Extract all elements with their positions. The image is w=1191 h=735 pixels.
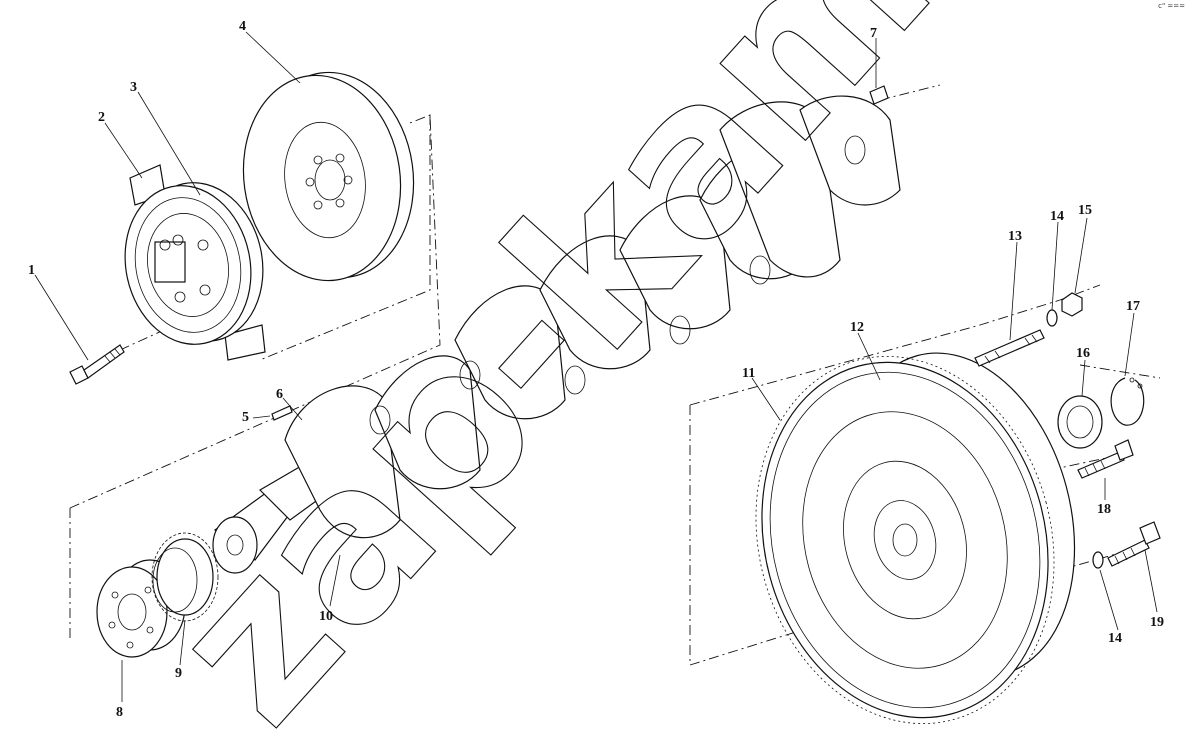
- part-3-pulley: [124, 182, 264, 345]
- corner-mark: c" ===: [1158, 2, 1185, 10]
- callout-9: 9: [175, 666, 182, 681]
- callout-19: 19: [1150, 615, 1164, 630]
- callout-14-bottom: 14: [1108, 631, 1122, 646]
- callout-3: 3: [130, 80, 137, 95]
- leader-lines: [34, 31, 1158, 702]
- part-12-flywheel: [755, 352, 1076, 724]
- part-13-stud: [974, 329, 1045, 367]
- callout-labels: 1 2 3 4 5 6 7 8 9 10 11 12 13 14 15 16 1…: [28, 19, 1164, 720]
- part-17-snap-ring: [1110, 377, 1145, 426]
- callout-8: 8: [116, 705, 123, 720]
- callout-12: 12: [850, 320, 864, 335]
- part-9-gear: [151, 532, 219, 622]
- callout-2: 2: [98, 110, 105, 125]
- callout-14-top: 14: [1050, 209, 1064, 224]
- callout-7: 7: [870, 26, 877, 41]
- callout-6: 6: [276, 387, 283, 402]
- callout-17: 17: [1126, 299, 1140, 314]
- callout-15: 15: [1078, 203, 1092, 218]
- part-18-bolt: [1077, 439, 1134, 479]
- callout-11: 11: [742, 366, 755, 381]
- part-1-bolt: [69, 344, 125, 385]
- part-16-bearing: [1057, 395, 1103, 449]
- callout-13: 13: [1008, 229, 1022, 244]
- part-7-pin: [869, 85, 889, 105]
- part-14-washer: [1046, 309, 1104, 569]
- part-15-nut: [1061, 292, 1083, 317]
- callout-16: 16: [1076, 346, 1090, 361]
- part-4-damper: [242, 71, 415, 282]
- callout-10: 10: [319, 609, 333, 624]
- crankshaft: [212, 95, 901, 574]
- callout-1: 1: [28, 263, 35, 278]
- part-19-bolt: [1107, 521, 1161, 567]
- callout-4: 4: [239, 19, 246, 34]
- callout-18: 18: [1097, 502, 1111, 517]
- callout-5: 5: [242, 410, 249, 425]
